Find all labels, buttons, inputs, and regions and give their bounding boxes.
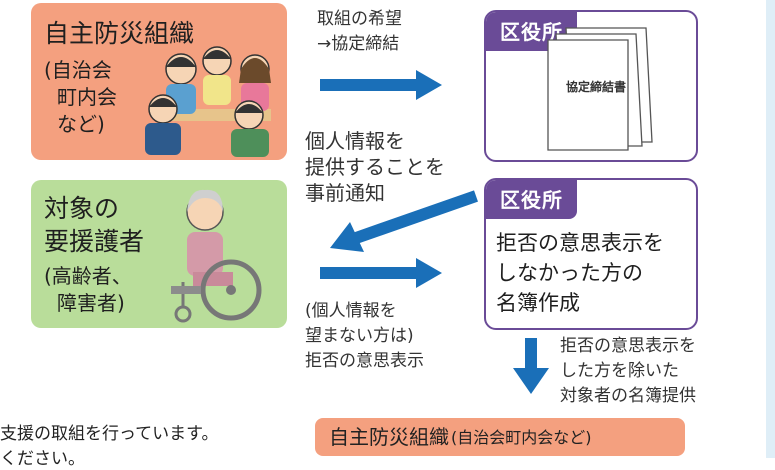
roster-line1: 拒否の意思表示を xyxy=(496,231,664,255)
provide-line2: した方を除いた xyxy=(560,361,679,381)
arrow-down xyxy=(513,338,549,394)
disaster-org-sub-2: 町内会 xyxy=(57,85,117,109)
target-title-line1: 対象の xyxy=(44,194,120,223)
agreement-document-title: 協定締結書 xyxy=(566,80,627,94)
meeting-people-illustration xyxy=(145,46,271,157)
ward-office-box-2: 区役所 拒否の意思表示を しなかった方の 名簿作成 xyxy=(484,178,698,330)
ward-office-box-1: 区役所 協定締結書 xyxy=(484,10,698,162)
disaster-org-sub-3: など) xyxy=(57,112,105,136)
advance-notice-line1: 個人情報を xyxy=(305,129,405,153)
disaster-org-bottom-box: 自主防災組織 (自治会町内会など) xyxy=(315,418,685,456)
target-person-box: 対象の 要援護者 (高齢者、 障害者) xyxy=(31,180,287,328)
elderly-wheelchair-illustration xyxy=(171,189,262,323)
document-stack-icon xyxy=(547,27,653,151)
right-edge-strip xyxy=(766,0,775,458)
disaster-org-title: 自主防災組織 xyxy=(44,19,195,48)
disaster-org-sub-1: (自治会 xyxy=(44,58,112,82)
arrow1-label-line1: 取組の希望 xyxy=(317,9,402,29)
disaster-org-box: 自主防災組織 (自治会 町内会 など) xyxy=(31,3,287,160)
refusal-line3: 拒否の意思表示 xyxy=(305,351,424,371)
bottom-box-sub: (自治会町内会など) xyxy=(451,428,592,447)
refusal-line2: 望まない方は) xyxy=(305,326,414,346)
bottom-text-line1: 支援の取組を行っています。 xyxy=(0,424,219,444)
roster-line2: しなかった方の xyxy=(496,261,643,285)
provide-line3: 対象者の名簿提供 xyxy=(560,386,696,406)
arrow-right-1 xyxy=(320,70,442,100)
arrow-right-2 xyxy=(320,258,442,288)
ward-office-tab-2: 区役所 xyxy=(486,180,577,219)
provide-line1: 拒否の意思表示を xyxy=(560,336,696,356)
bottom-box-main: 自主防災組織 xyxy=(329,425,449,449)
advance-notice-line3: 事前通知 xyxy=(305,181,385,205)
advance-notice-line2: 提供することを xyxy=(305,155,445,179)
target-sub-line1: (高齢者、 xyxy=(44,264,132,288)
roster-line3: 名簿作成 xyxy=(496,291,580,315)
target-title-line2: 要援護者 xyxy=(44,227,145,256)
arrow1-label-line2: →協定締結 xyxy=(317,34,400,54)
arrow-diagonal-left xyxy=(330,190,478,252)
bottom-text-line2: ください。 xyxy=(0,449,85,469)
refusal-line1: (個人情報を xyxy=(305,301,397,321)
target-sub-line2: 障害者) xyxy=(57,291,125,315)
